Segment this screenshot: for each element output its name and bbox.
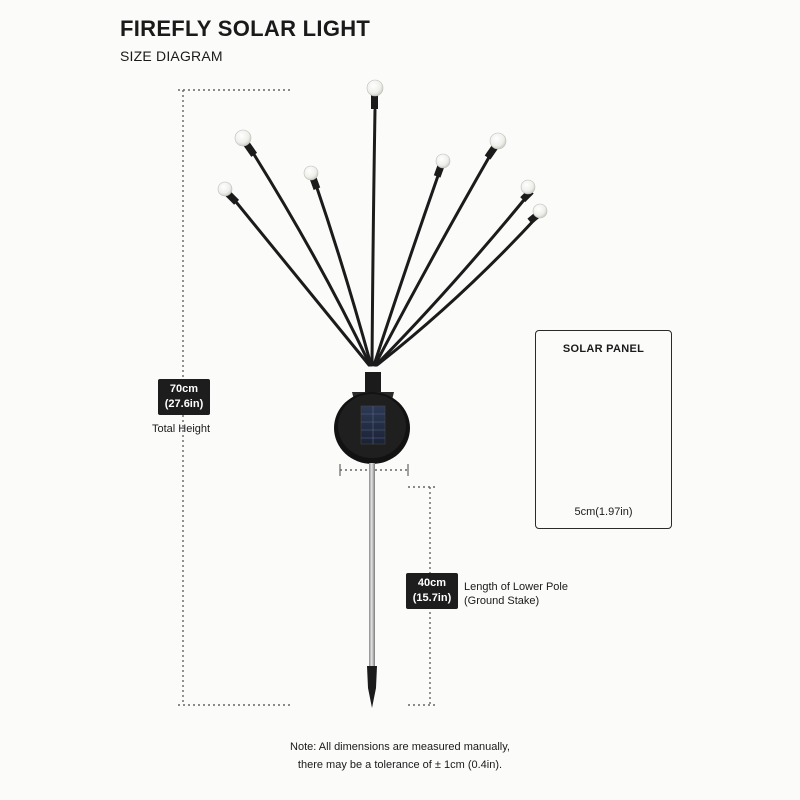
led-bulb-2: [234, 129, 258, 157]
total-height-badge: 70cm (27.6in): [158, 379, 210, 415]
total-height-value: 70cm: [169, 383, 199, 395]
firefly-branches: [230, 108, 538, 367]
note-line-1: Note: All dimensions are measured manual…: [290, 741, 510, 753]
total-height-value-alt: (27.6in): [164, 398, 204, 410]
total-height-label: Total Height: [152, 423, 211, 435]
solar-panel-width: 5cm(1.97in): [574, 506, 633, 518]
led-bulbs: [217, 79, 548, 225]
lower-pole-value-alt: (15.7in): [412, 592, 452, 604]
lower-pole-dimension-line: [408, 486, 435, 706]
solar-panel-inset-box: SOLAR PANEL 5cm(1.97in): [535, 330, 672, 529]
led-bulb-5: [433, 153, 451, 178]
lower-pole-badge: 40cm (15.7in): [406, 573, 458, 609]
total-height-dimension-line: [178, 89, 290, 706]
note-line-2: there may be a tolerance of ± 1cm (0.4in…: [297, 759, 503, 771]
lower-pole-label: Length of Lower Pole (Ground Stake): [464, 580, 568, 608]
lower-pole-value: 40cm: [417, 577, 447, 589]
page-subtitle: SIZE DIAGRAM: [120, 48, 223, 64]
lower-pole-label-line1: Length of Lower Pole: [464, 581, 568, 593]
panel-width-dimension-line: [339, 464, 409, 476]
solar-panel-main: [334, 392, 410, 464]
led-bulb-7: [520, 179, 536, 203]
led-bulb-8: [527, 203, 548, 225]
led-bulb-4: [217, 181, 240, 205]
measurement-note: Note: All dimensions are measured manual…: [200, 738, 600, 774]
led-bulb-3: [303, 165, 321, 190]
lower-pole-label-line2: (Ground Stake): [464, 595, 540, 607]
led-bulb-1: [366, 79, 384, 109]
page-title: FIREFLY SOLAR LIGHT: [120, 16, 371, 41]
solar-panel-title: SOLAR PANEL: [562, 343, 645, 355]
led-bulb-6: [484, 132, 507, 160]
ground-stake: [367, 463, 377, 708]
